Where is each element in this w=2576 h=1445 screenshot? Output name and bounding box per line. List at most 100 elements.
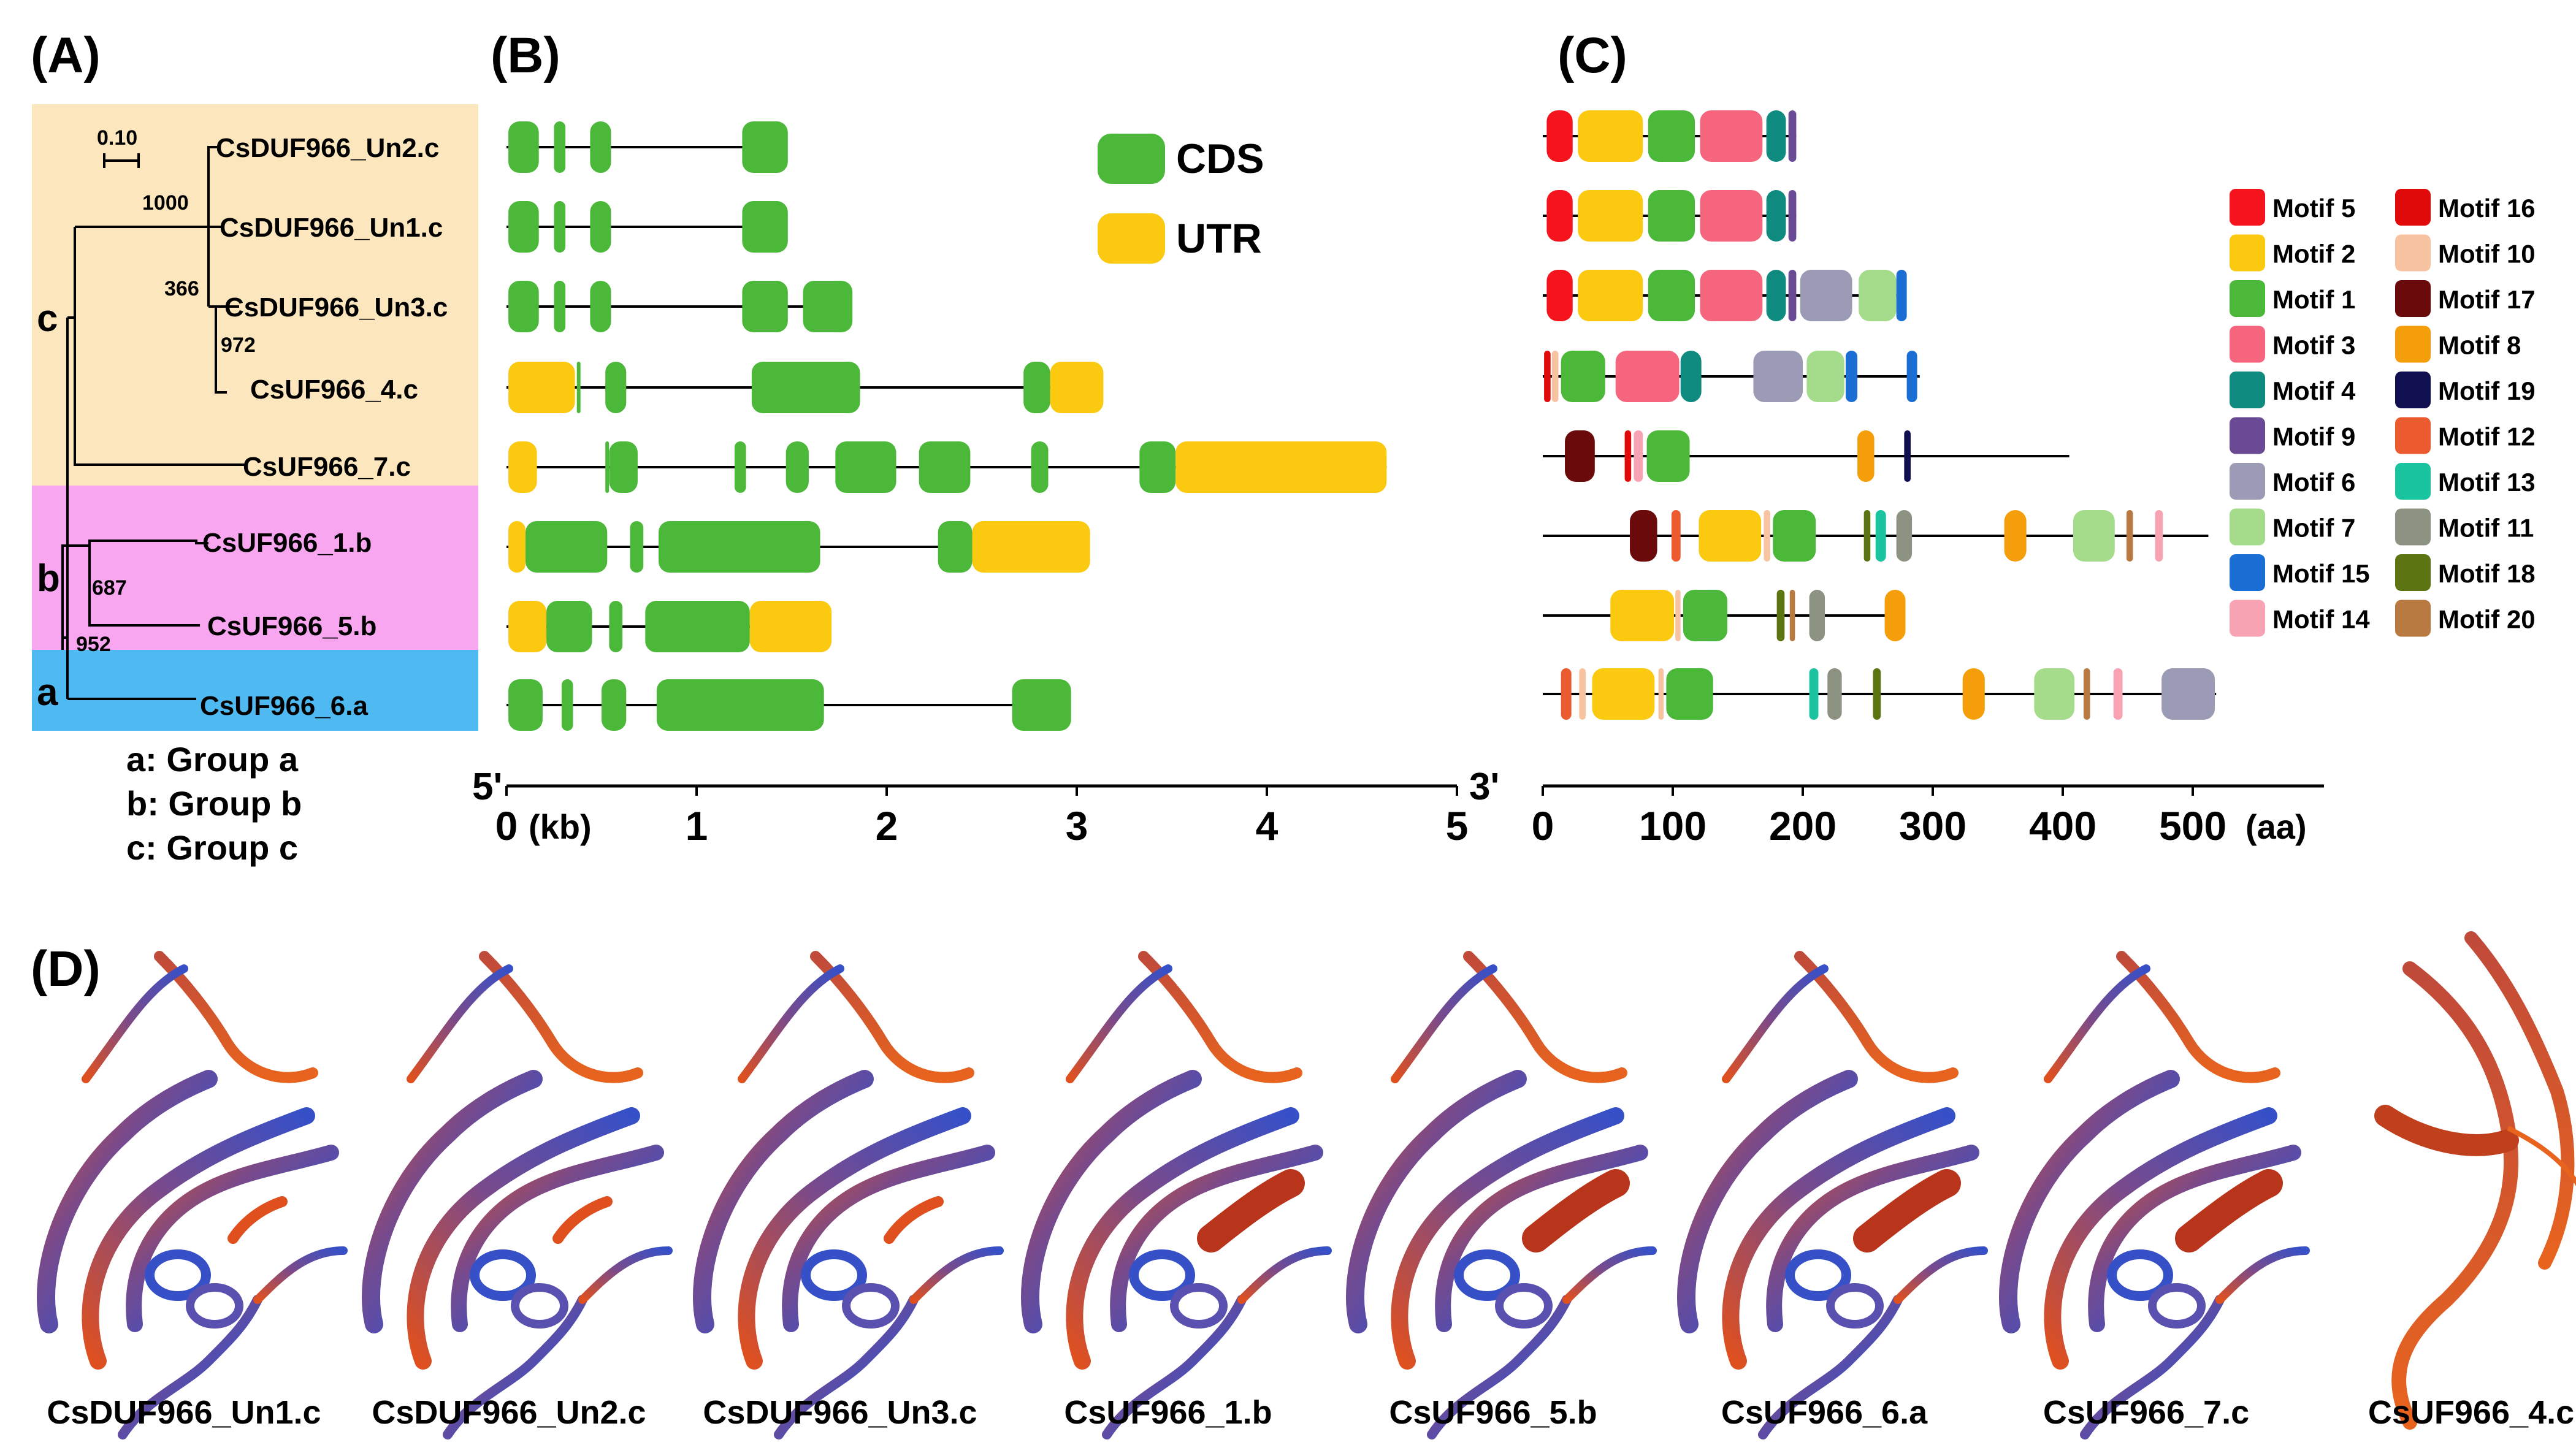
motif-block	[1699, 510, 1762, 562]
motif-block	[1610, 590, 1675, 641]
structure-name: CsUF966_7.c	[2043, 1394, 2249, 1431]
motif-block	[1896, 510, 1913, 562]
motif-legend-label: Motif 11	[2438, 514, 2534, 543]
motif-block	[1884, 590, 1906, 641]
helix-coil	[1826, 1283, 1884, 1329]
ribbon-strand	[1391, 964, 1497, 1083]
ribbon-strand	[2044, 964, 2150, 1083]
group-b-band	[32, 486, 478, 650]
alpha-helix	[2175, 1169, 2283, 1252]
ribbon-strand	[451, 1145, 664, 1332]
motif-block	[1648, 270, 1695, 321]
motif-block	[1561, 668, 1572, 720]
motif-block	[1700, 110, 1763, 162]
kb-tick-label: 0	[495, 803, 518, 848]
motif-legend-swatch	[2395, 554, 2431, 591]
bootstrap-value: 1000	[142, 191, 189, 215]
motif-block	[1776, 590, 1785, 641]
motif-legend-label: Motif 5	[2272, 194, 2355, 223]
ribbon-strand	[782, 1145, 995, 1332]
cds-block	[645, 601, 750, 652]
motif-block	[1546, 110, 1573, 162]
motif-block	[1551, 351, 1559, 402]
helix-coil	[1785, 1249, 1851, 1301]
motif-block	[1809, 590, 1825, 641]
motif-legend-swatch	[2395, 417, 2431, 454]
motif-block	[1666, 668, 1713, 720]
cds-block	[605, 362, 627, 413]
motif-block	[1630, 510, 1657, 562]
kb-unit: (kb)	[529, 807, 592, 846]
motif-legend-label: Motif 13	[2438, 468, 2536, 497]
motif-block	[1788, 270, 1797, 321]
motif-legend-swatch	[2230, 189, 2265, 226]
motif-block	[2004, 510, 2027, 562]
panel-label-b: (B)	[491, 28, 560, 83]
cds-block	[785, 441, 809, 493]
three-prime-end: 3'	[1469, 766, 1499, 808]
utr-block	[972, 521, 1090, 573]
cds-block	[526, 521, 608, 573]
motif-block	[1904, 430, 1911, 482]
protein-model	[693, 951, 1004, 1439]
aa-tick-label: 500	[2159, 803, 2226, 848]
motif-block	[1615, 351, 1680, 402]
cds-block	[554, 121, 566, 173]
motif-block	[1561, 351, 1605, 402]
helix-coil	[511, 1283, 568, 1329]
structure-name: CsUF966_5.b	[1389, 1394, 1597, 1431]
motif-legend-label: Motif 8	[2438, 331, 2521, 360]
tree-leaf: CsUF966_6.a	[200, 691, 368, 721]
group-letter-c: c	[37, 297, 58, 340]
ribbon-strand	[1021, 1070, 1202, 1333]
motif-block	[1546, 190, 1573, 242]
ribbon-strand	[2088, 1145, 2301, 1332]
ribbon-strand	[407, 964, 513, 1083]
motif-block	[1634, 430, 1643, 482]
motif-legend-label: Motif 1	[2272, 285, 2355, 314]
motif-block	[2073, 510, 2115, 562]
motif-block	[1646, 430, 1690, 482]
ribbon-strand	[82, 964, 188, 1083]
motif-block	[1766, 110, 1786, 162]
cds-block	[554, 201, 566, 253]
protein-model	[1999, 951, 2310, 1439]
helix-coil	[1170, 1283, 1228, 1329]
structure-name: CsUF966_6.a	[1721, 1394, 1928, 1431]
ribbon-strand	[1758, 1295, 1903, 1439]
motif-block	[1827, 668, 1842, 720]
motif-legend-label: Motif 10	[2438, 240, 2536, 269]
helix-coil	[2107, 1249, 2173, 1301]
group-legend-c: c: Group c	[126, 828, 298, 867]
motif-legend-swatch	[2395, 372, 2431, 408]
kb-tick-label: 2	[876, 803, 898, 848]
motif-block	[1578, 110, 1643, 162]
utr-block	[508, 601, 547, 652]
ribbon-strand	[443, 1295, 587, 1439]
ribbon-strand	[578, 1246, 673, 1304]
motif-block	[1766, 270, 1786, 321]
motif-legend-swatch	[2230, 326, 2265, 363]
motif-block	[1788, 190, 1797, 242]
aa-tick-label: 200	[1769, 803, 1836, 848]
ribbon-strand	[2044, 1107, 2277, 1370]
panel-label-d: (D)	[31, 941, 101, 997]
tree-leaf: CsUF966_7.c	[243, 452, 411, 482]
tree-leaf: CsUF966_1.b	[202, 528, 372, 558]
motif-block	[1671, 510, 1681, 562]
cds-block	[576, 362, 581, 413]
motif-legend-swatch	[2395, 508, 2431, 546]
group-c-band	[32, 104, 478, 486]
alpha-helix	[1522, 1169, 1630, 1252]
utr-block	[749, 601, 832, 652]
motif-block	[1764, 510, 1770, 562]
motif-block	[1857, 430, 1875, 482]
alpha-helix	[1853, 1169, 1961, 1252]
ribbon-strand	[2374, 1105, 2519, 1156]
motif-block	[1658, 668, 1664, 720]
motif-block	[1753, 351, 1803, 402]
